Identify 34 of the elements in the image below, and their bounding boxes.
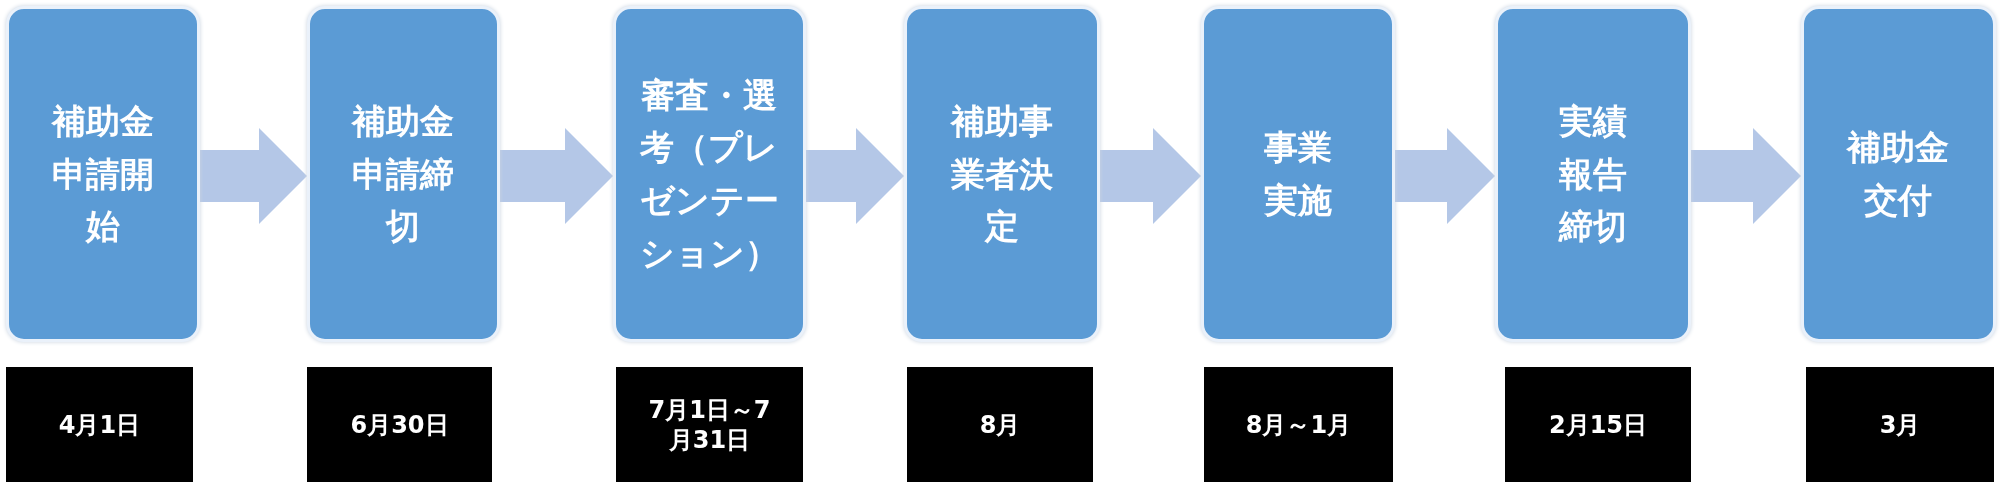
date-text: 8月～1月 <box>1244 409 1353 440</box>
date-box <box>907 367 1093 482</box>
date-box <box>6 367 193 482</box>
step-box <box>6 6 200 342</box>
step-text: 実績報告締切 <box>1557 99 1628 249</box>
block-arrow <box>200 128 307 224</box>
date-text: 3月 <box>1878 409 1922 440</box>
step-box <box>307 6 500 342</box>
step-box <box>1801 6 1996 342</box>
step-text: 審査・選考（プレゼンテーション） <box>639 73 780 275</box>
date-text: 8月 <box>978 409 1022 440</box>
step-text: 事業実施 <box>1263 126 1333 222</box>
step-box <box>613 6 806 342</box>
date-box <box>1806 367 1994 482</box>
block-arrow <box>806 128 904 224</box>
date-box <box>1505 367 1691 482</box>
date-box <box>307 367 492 482</box>
step-box <box>1495 6 1691 342</box>
date-box <box>616 367 803 482</box>
date-text: 6月30日 <box>349 409 450 440</box>
step-text: 補助金申請締切 <box>350 99 456 249</box>
block-arrow <box>1691 128 1801 224</box>
step-box <box>904 6 1100 342</box>
date-text: 4月1日 <box>57 409 142 440</box>
step-text: 補助金申請開始 <box>50 99 155 249</box>
step-text: 補助事業者決定 <box>949 99 1054 249</box>
block-arrow <box>500 128 613 224</box>
date-text: 2月15日 <box>1547 409 1649 440</box>
date-text: 7月1日～7月31日 <box>647 394 772 455</box>
step-box <box>1201 6 1395 342</box>
block-arrow <box>1395 128 1495 224</box>
block-arrow <box>1100 128 1201 224</box>
step-text: 補助金交付 <box>1845 126 1951 222</box>
date-box <box>1204 367 1393 482</box>
